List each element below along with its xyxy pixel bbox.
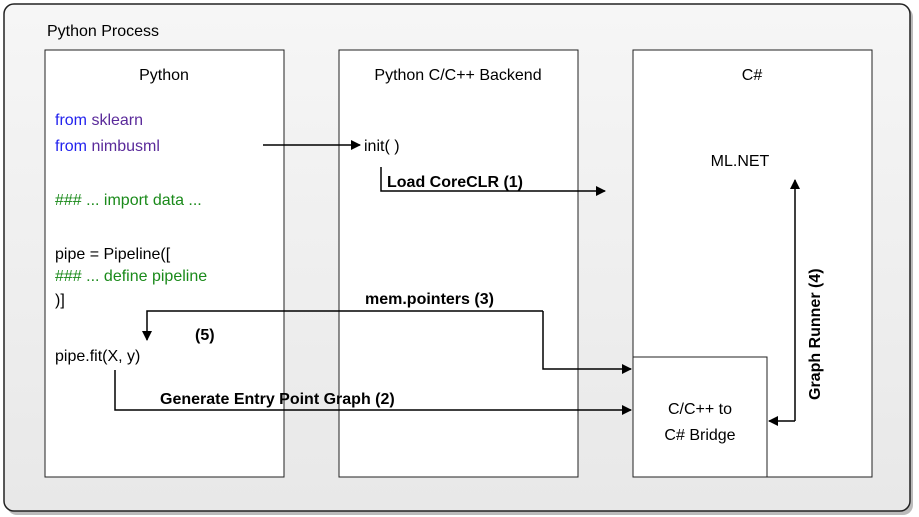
process-label: Python Process [47, 23, 159, 40]
bridge-line1: C/C++ to [668, 401, 732, 418]
code-line-sklearn: from sklearn [55, 112, 143, 129]
code-close: )] [55, 292, 65, 309]
mem-pointers-bridge-arrow [542, 311, 632, 374]
comment-import: ### ... import data ... [55, 192, 202, 209]
backend-title: Python C/C++ Backend [374, 67, 541, 84]
python-box [44, 49, 285, 478]
mem-pointers-label: mem.pointers (3) [365, 291, 494, 308]
bridge-box [632, 356, 768, 478]
mlnet-label: ML.NET [711, 153, 770, 170]
mem-pointers-return-arrow [142, 310, 543, 341]
code-line-nimbusml: from nimbusml [55, 138, 160, 155]
comment-define: ### ... define pipeline [55, 268, 207, 285]
code-fit: pipe.fit(X, y) [55, 348, 140, 365]
entry-point-graph-label: Generate Entry Point Graph (2) [160, 391, 395, 408]
code-pipe: pipe = Pipeline([ [55, 246, 171, 263]
step5-label: (5) [195, 327, 215, 344]
graph-runner-label: Graph Runner (4) [807, 268, 824, 400]
bridge-line2: C# Bridge [664, 427, 735, 444]
load-coreclr-label: Load CoreCLR (1) [387, 174, 523, 191]
entry-point-graph-arrow [114, 370, 632, 415]
csharp-title: C# [742, 67, 763, 84]
init-label: init( ) [364, 138, 400, 155]
backend-box [338, 49, 579, 478]
load-coreclr-arrow [380, 167, 606, 196]
python-title: Python [139, 67, 189, 84]
